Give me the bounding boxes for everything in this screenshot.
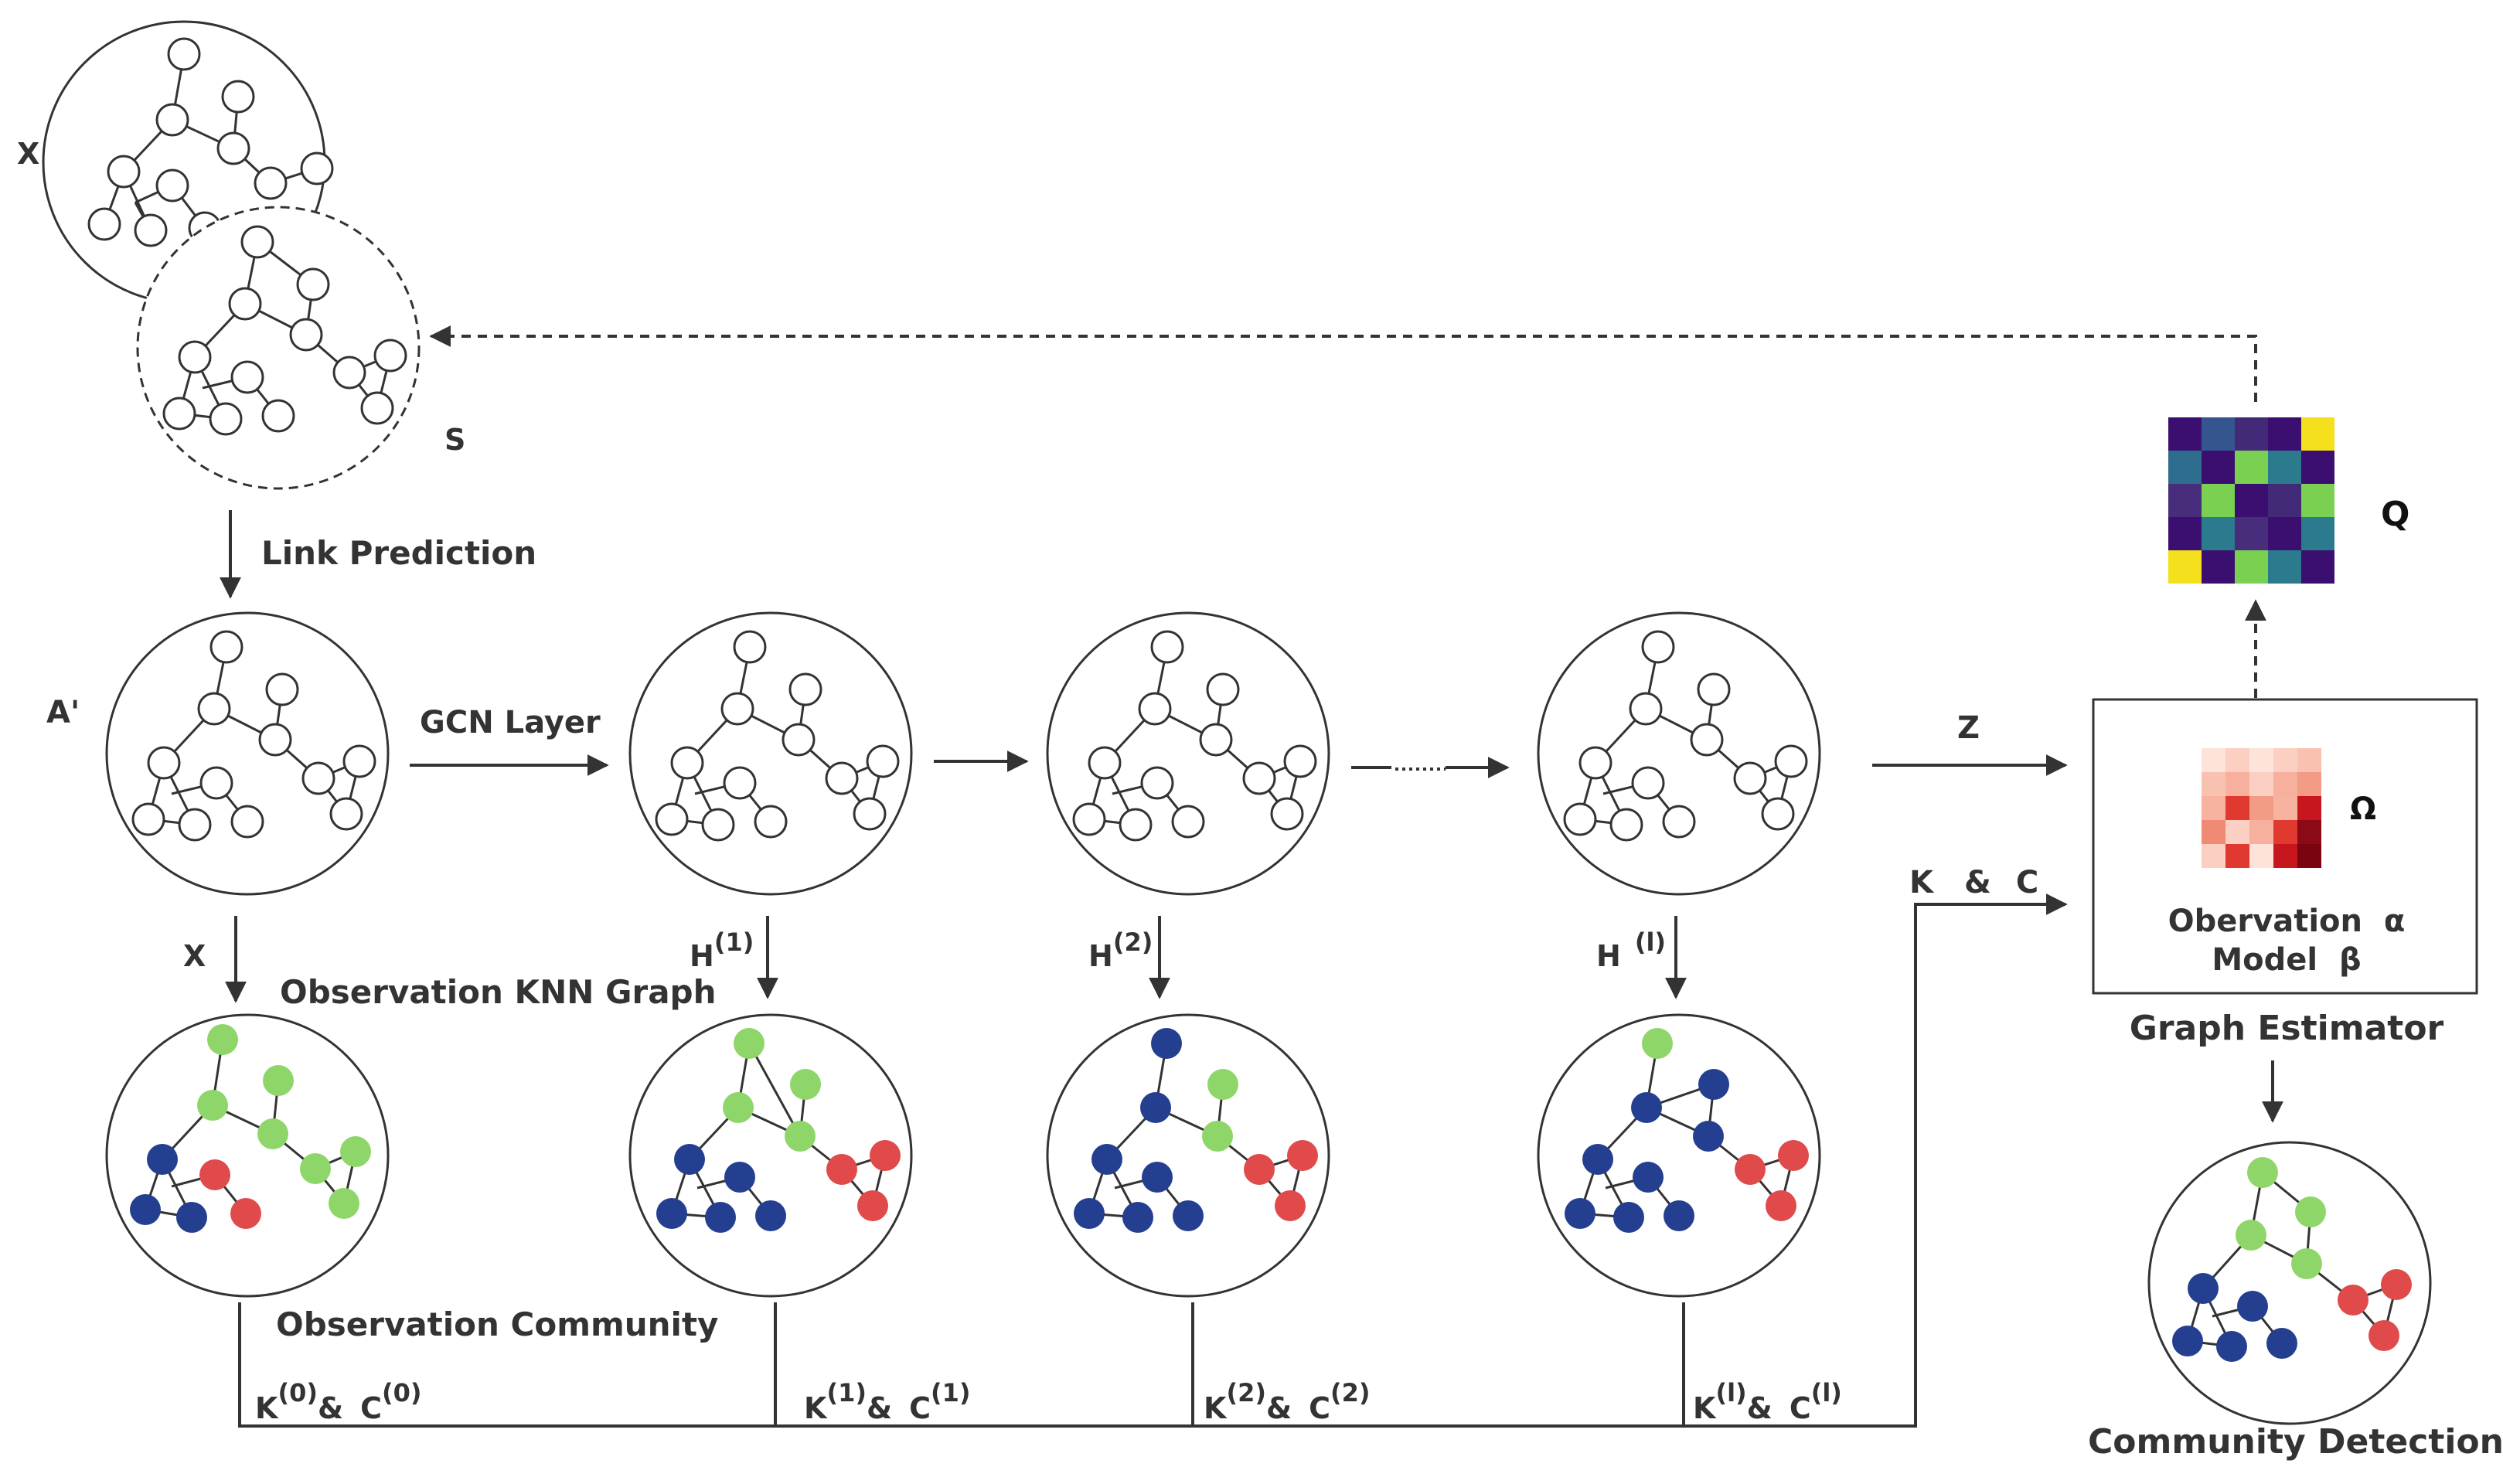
omega-heatmap-cell	[2273, 748, 2297, 772]
q-heatmap-cell	[2168, 550, 2202, 584]
label-observation-community: Observation Community	[276, 1305, 718, 1343]
omega-heatmap-cell	[2225, 748, 2249, 772]
omega-heatmap-cell	[2273, 820, 2297, 844]
q-heatmap-cell	[2235, 417, 2268, 451]
omega-heatmap-cell	[2249, 796, 2273, 820]
q-heatmap-cell	[2268, 550, 2301, 584]
label-s: S	[444, 423, 465, 457]
label-x-input: X	[17, 137, 39, 171]
q-heatmap-cell	[2235, 550, 2268, 584]
omega-heatmap-cell	[2249, 844, 2273, 868]
omega-heatmap-cell	[2225, 772, 2249, 796]
q-heatmap-cell	[2301, 550, 2334, 584]
q-heatmap	[2168, 417, 2334, 584]
omega-heatmap-cell	[2202, 748, 2225, 772]
label-hl: H(l)	[1596, 928, 1666, 973]
graph-a-prime	[105, 611, 390, 896]
arrow-feedback-q-to-s	[429, 325, 2257, 402]
omega-heatmap-cell	[2297, 748, 2321, 772]
q-heatmap-cell	[2268, 417, 2301, 451]
graph-layer-2	[1046, 611, 1330, 896]
label-community-detection: Community Detection	[2088, 1422, 2503, 1462]
q-heatmap-cell	[2268, 484, 2301, 517]
observation-community-2	[1046, 1013, 1330, 1298]
observation-community-0	[105, 1013, 390, 1298]
label-q: Q	[2381, 495, 2409, 534]
label-graph-estimator: Graph Estimator	[2130, 1009, 2444, 1048]
q-heatmap-cell	[2202, 417, 2235, 451]
q-heatmap-cell	[2202, 484, 2235, 517]
graph-layer-l	[1537, 611, 1821, 896]
omega-heatmap-cell	[2225, 796, 2249, 820]
label-k-and-c: K&C	[1909, 865, 2038, 900]
omega-heatmap-cell	[2202, 820, 2225, 844]
q-heatmap-cell	[2301, 417, 2334, 451]
omega-heatmap-cell	[2225, 844, 2249, 868]
omega-heatmap-cell	[2273, 796, 2297, 820]
label-omega: Ω	[2350, 791, 2376, 827]
omega-heatmap-cell	[2273, 772, 2297, 796]
omega-heatmap-cell	[2249, 772, 2273, 796]
q-heatmap-cell	[2168, 451, 2202, 484]
q-heatmap-cell	[2202, 517, 2235, 550]
q-heatmap-cell	[2268, 517, 2301, 550]
q-heatmap-cell	[2301, 451, 2334, 484]
omega-heatmap-cell	[2297, 772, 2321, 796]
q-heatmap-cell	[2168, 417, 2202, 451]
omega-heatmap-cell	[2297, 844, 2321, 868]
q-heatmap-cell	[2235, 517, 2268, 550]
omega-heatmap-cell	[2202, 772, 2225, 796]
omega-heatmap-cell	[2297, 796, 2321, 820]
observation-community-l	[1537, 1013, 1821, 1298]
omega-heatmap-cell	[2249, 748, 2273, 772]
label-observation-alpha: Obervation α	[2168, 904, 2406, 939]
omega-heatmap-cell	[2225, 820, 2249, 844]
q-heatmap-cell	[2202, 451, 2235, 484]
q-heatmap-cell	[2301, 484, 2334, 517]
q-heatmap-cell	[2235, 451, 2268, 484]
q-heatmap-cell	[2168, 484, 2202, 517]
omega-heatmap-cell	[2273, 844, 2297, 868]
q-heatmap-cell	[2301, 517, 2334, 550]
q-heatmap-cell	[2268, 451, 2301, 484]
label-z: Z	[1957, 710, 1980, 746]
observation-community-1	[628, 1013, 913, 1298]
omega-heatmap	[2202, 748, 2321, 868]
label-k1-c1: K(1)&C(1)	[804, 1378, 971, 1425]
label-model-beta: Model β	[2212, 942, 2361, 978]
label-x-down: X	[183, 939, 206, 973]
label-h1: H(1)	[690, 928, 754, 973]
omega-heatmap-cell	[2249, 820, 2273, 844]
omega-heatmap-cell	[2202, 844, 2225, 868]
community-detection-graph	[2147, 1141, 2432, 1425]
similarity-graph-s	[136, 206, 421, 490]
q-heatmap-cell	[2168, 517, 2202, 550]
label-h2: H(2)	[1088, 928, 1153, 973]
omega-heatmap-cell	[2297, 820, 2321, 844]
label-link-prediction: Link Prediction	[261, 534, 536, 572]
label-k2-c2: K(2)&C(2)	[1204, 1378, 1371, 1425]
label-observation-knn-graph: Observation KNN Graph	[280, 973, 717, 1011]
label-a-prime: A'	[46, 695, 80, 730]
graph-layer-1	[628, 611, 913, 896]
q-heatmap-cell	[2235, 484, 2268, 517]
omega-heatmap-cell	[2202, 796, 2225, 820]
label-kl-cl: K(l)&C(l)	[1693, 1378, 1842, 1425]
label-gcn-layer: GCN Layer	[420, 705, 601, 740]
q-heatmap-cell	[2202, 550, 2235, 584]
collector-lines	[238, 904, 1917, 1428]
label-k0-c0: K(0)&C(0)	[255, 1378, 422, 1425]
